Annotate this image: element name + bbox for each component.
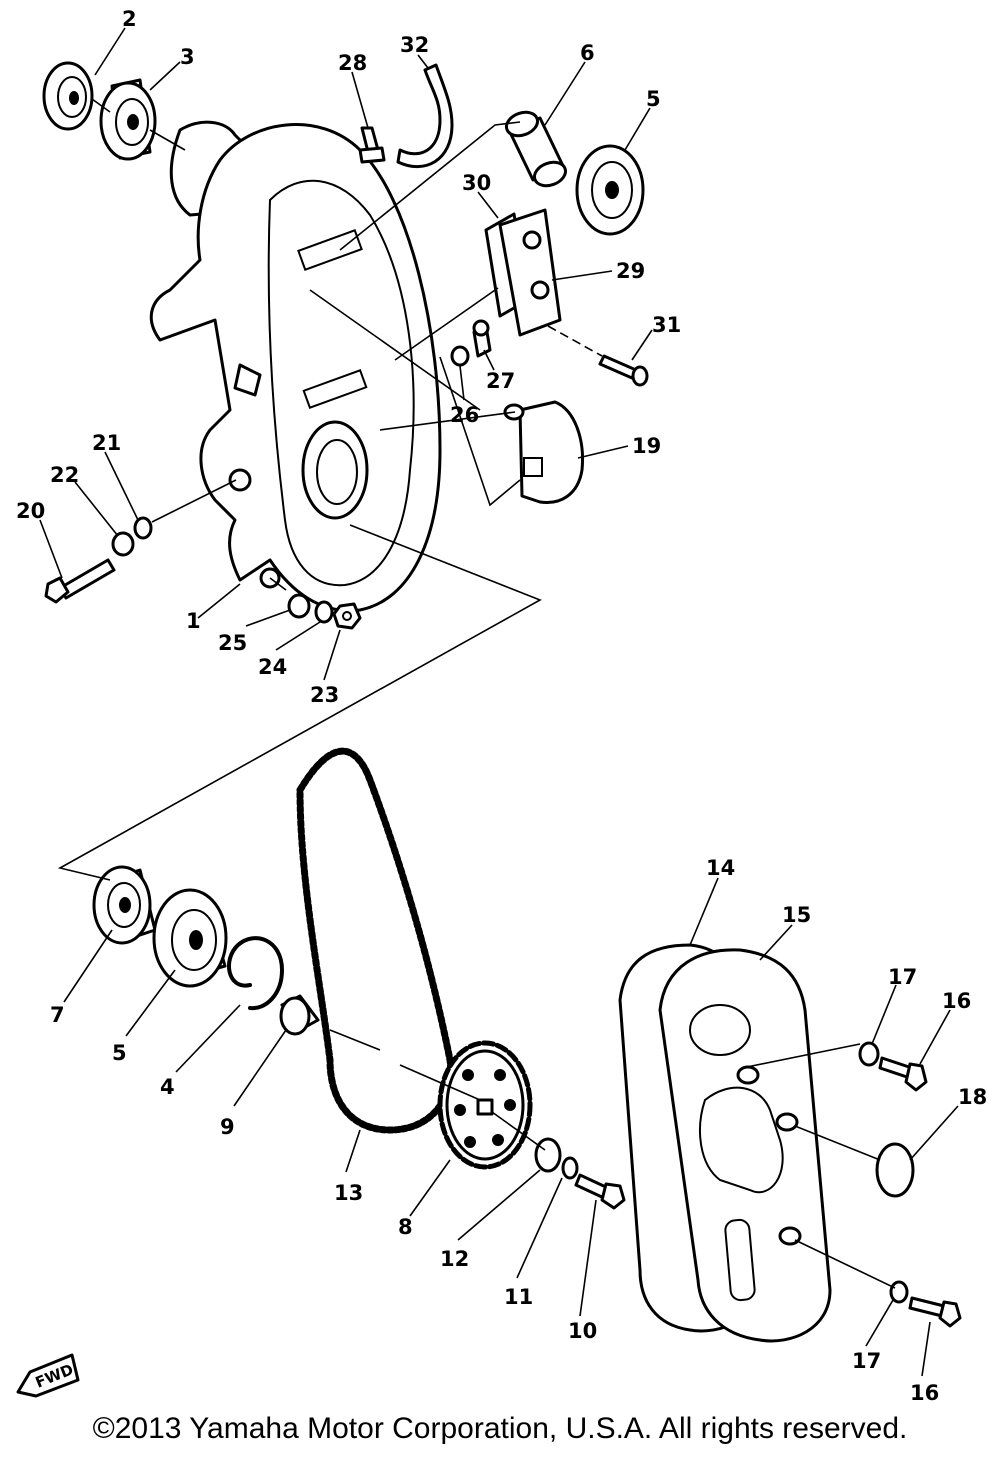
callout-14: 14 bbox=[706, 856, 735, 880]
callout-labels: 2 3 28 32 6 5 30 29 31 27 26 19 21 22 20… bbox=[16, 7, 987, 1405]
callout-17-lower: 17 bbox=[852, 1349, 881, 1373]
part-31-screw bbox=[598, 354, 649, 387]
callout-12: 12 bbox=[440, 1247, 469, 1271]
part-7-bearing bbox=[92, 865, 157, 945]
part-11-washer bbox=[561, 1156, 579, 1180]
part-2-bearing bbox=[42, 61, 94, 131]
part-15-cover bbox=[658, 948, 832, 1343]
callout-8: 8 bbox=[398, 1215, 413, 1239]
callout-16-lower: 16 bbox=[910, 1381, 939, 1405]
callout-17-upper: 17 bbox=[888, 965, 917, 989]
callout-20: 20 bbox=[16, 499, 45, 523]
callout-16-upper: 16 bbox=[942, 989, 971, 1013]
part-29-plate bbox=[498, 208, 562, 337]
callout-28: 28 bbox=[338, 51, 367, 75]
callout-4: 4 bbox=[160, 1075, 175, 1099]
part-22-washer bbox=[111, 531, 135, 557]
callout-31: 31 bbox=[652, 313, 681, 337]
callout-5-upper: 5 bbox=[646, 87, 661, 111]
callout-9: 9 bbox=[220, 1115, 235, 1139]
callout-25: 25 bbox=[218, 631, 247, 655]
callout-15: 15 bbox=[782, 903, 811, 927]
copyright-notice: ©2013 Yamaha Motor Corporation, U.S.A. A… bbox=[92, 1412, 908, 1445]
part-18-cap bbox=[875, 1142, 915, 1198]
callout-24: 24 bbox=[258, 655, 287, 679]
callout-23: 23 bbox=[310, 683, 339, 707]
part-20-bolt bbox=[44, 558, 116, 604]
part-6-collar bbox=[505, 110, 567, 188]
part-5-lower-bearing bbox=[152, 888, 228, 988]
callout-11: 11 bbox=[504, 1285, 533, 1309]
callout-18: 18 bbox=[958, 1085, 987, 1109]
callout-27: 27 bbox=[486, 369, 515, 393]
callout-13: 13 bbox=[334, 1181, 363, 1205]
callout-2: 2 bbox=[122, 7, 137, 31]
part-26-washer bbox=[450, 345, 470, 367]
callout-leaders bbox=[39, 27, 959, 1377]
callout-29: 29 bbox=[616, 259, 645, 283]
part-27-bolt bbox=[472, 319, 492, 358]
part-13-chain bbox=[296, 747, 455, 1134]
callout-5-lower: 5 bbox=[112, 1041, 127, 1065]
callout-10: 10 bbox=[568, 1319, 597, 1343]
callout-21: 21 bbox=[92, 431, 121, 455]
callout-3: 3 bbox=[180, 45, 195, 69]
part-8-sprocket bbox=[437, 1040, 533, 1170]
part-16-upper-bolt bbox=[878, 1056, 928, 1092]
callout-1: 1 bbox=[186, 609, 201, 633]
callout-7: 7 bbox=[50, 1003, 65, 1027]
part-10-bolt bbox=[574, 1173, 626, 1210]
part-32-hose bbox=[396, 63, 454, 169]
fwd-arrow-icon: FWD bbox=[16, 1353, 80, 1398]
part-28-nipple bbox=[358, 126, 386, 164]
part-23-nut bbox=[332, 602, 362, 630]
part-25-washer bbox=[287, 593, 311, 619]
part-16-lower-bolt bbox=[908, 1296, 962, 1328]
callout-22: 22 bbox=[50, 463, 79, 487]
part-19-tensioner bbox=[503, 400, 585, 505]
part-5-upper-bearing bbox=[575, 144, 645, 236]
callout-19: 19 bbox=[632, 434, 661, 458]
part-4-circlip bbox=[227, 936, 285, 1011]
callout-32: 32 bbox=[400, 33, 429, 57]
part-1-chaincase-housing bbox=[149, 120, 442, 613]
part-17-lower-washer bbox=[889, 1280, 909, 1304]
part-21-washer bbox=[133, 516, 153, 540]
callout-30: 30 bbox=[462, 171, 491, 195]
part-12-washer bbox=[534, 1137, 562, 1173]
callout-6: 6 bbox=[580, 41, 595, 65]
part-24-washer bbox=[314, 600, 334, 624]
part-3-bearing bbox=[99, 78, 157, 161]
part-9-collar bbox=[279, 994, 320, 1036]
callout-26: 26 bbox=[450, 403, 479, 427]
assembly-lines bbox=[57, 98, 896, 1289]
part-17-upper-washer bbox=[858, 1041, 880, 1067]
